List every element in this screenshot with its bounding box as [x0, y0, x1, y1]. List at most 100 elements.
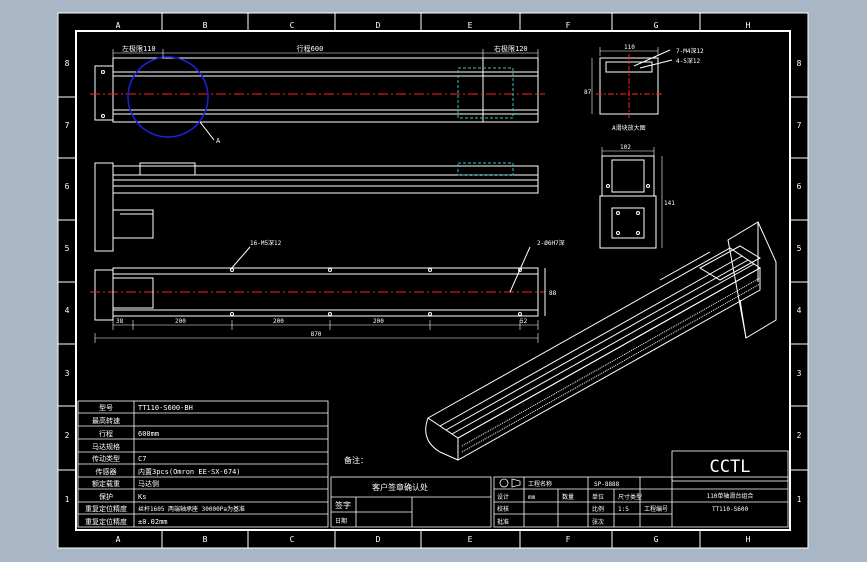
row-labels-right: 8 7 6 5 4 3 2 1	[797, 59, 802, 504]
slider-outline-hidden	[457, 67, 514, 119]
col-label: A	[116, 535, 121, 544]
spec-value: 马达侧	[138, 479, 159, 488]
customer-box-text: 备注： 客户签章确认处 签字 日期	[335, 455, 428, 525]
col-label: H	[746, 21, 751, 30]
col-label: D	[376, 21, 381, 30]
spec-label: 行程	[99, 429, 113, 438]
row-label: 6	[797, 182, 802, 191]
spec-label: 保护	[99, 492, 113, 501]
dim-right-limit: 右极限120	[494, 44, 528, 53]
slider-side	[139, 162, 196, 176]
col-label: B	[203, 535, 208, 544]
column-ticks	[161, 13, 701, 548]
bottom-view-dims: 38 200 200 200 52 870 16-M5深12 2-Ø6H7深 8…	[94, 239, 565, 343]
col-label: E	[468, 535, 473, 544]
spec-value: TT110-S600-BH	[138, 404, 193, 412]
row-label: 5	[65, 244, 70, 253]
coupling-bottom	[112, 277, 154, 309]
material-label: 数量	[562, 493, 574, 501]
col-label: F	[566, 21, 571, 30]
spec-label: 传动类型	[92, 454, 120, 463]
col-label: G	[654, 21, 659, 30]
top-view	[90, 56, 545, 141]
callout-m4: 7-M4深12	[676, 47, 704, 55]
col-label: G	[654, 535, 659, 544]
pitch-label: 52	[520, 318, 528, 325]
spec-table	[77, 400, 329, 528]
spec-label: 马达规格	[92, 442, 120, 451]
projection-symbol-cone	[511, 478, 521, 488]
end-view-dims: 102 141	[601, 144, 675, 248]
scale-label: 比例	[592, 505, 604, 513]
section-view	[596, 49, 673, 118]
pitch-label: 200	[273, 318, 284, 325]
bottom-view	[90, 246, 546, 321]
date-label: 日期	[335, 517, 347, 525]
dim-slider-width: 110	[624, 44, 635, 51]
dim-left-limit: 左极限110	[122, 44, 156, 53]
spec-value: Ks	[138, 493, 146, 501]
col-label: A	[116, 21, 121, 30]
row-label: 7	[797, 121, 802, 130]
row-label: 8	[797, 59, 802, 68]
detail-circle	[127, 56, 209, 138]
spec-value: ±0.02mm	[138, 518, 168, 526]
dim-overall-length: 870	[311, 331, 322, 338]
dim-type-label: 尺寸类型	[618, 493, 642, 501]
dim-end-height: 141	[664, 200, 675, 207]
pitch-label: 38	[116, 318, 124, 325]
dim-stroke: 行程600	[297, 44, 324, 53]
column-labels-top: A B C D E F G H	[116, 21, 751, 30]
inner-frame	[75, 30, 791, 531]
check-label: 校核	[497, 505, 509, 513]
col-label: C	[290, 535, 295, 544]
spec-label: 重复定位精度	[85, 504, 127, 513]
spec-label: 重复定位精度	[85, 517, 127, 526]
sign-label: 签字	[335, 500, 351, 510]
remark-label: 备注：	[344, 455, 368, 465]
title-block	[493, 450, 789, 528]
spec-label: 传感器	[96, 467, 117, 476]
dim-end-width: 102	[620, 144, 631, 151]
scale-value: 1:5	[618, 506, 629, 513]
design-label: 设计	[497, 493, 509, 501]
project-value: SP-8888	[594, 481, 620, 488]
dim-slider-height: 87	[584, 89, 592, 96]
spec-value: 600mm	[138, 430, 159, 438]
col-label: H	[746, 535, 751, 544]
slider-side-hidden	[457, 162, 514, 176]
row-label: 2	[65, 431, 70, 440]
row-label: 5	[797, 244, 802, 253]
project-label: 工程名称	[528, 480, 552, 488]
unit-value: mm	[528, 494, 536, 501]
section-view-dims: 110 87 7-M4深12 4-5深12 A滑块放大图	[584, 44, 704, 132]
column-labels-bottom: A B C D E F G H	[116, 535, 751, 544]
motor-block-side	[94, 162, 114, 252]
spec-label: 额定载重	[92, 479, 120, 488]
approve-label: 批准	[497, 518, 509, 526]
outer-border	[57, 12, 809, 549]
pitch-label: 200	[175, 318, 186, 325]
callout-holes: 4-5深12	[676, 57, 700, 65]
projection-symbol-circle	[499, 478, 509, 488]
row-label: 2	[797, 431, 802, 440]
sheet-label: 张次	[592, 518, 604, 526]
rail-body-top	[112, 57, 539, 123]
row-label: 3	[797, 369, 802, 378]
customer-confirm-label: 客户签章确认处	[372, 482, 428, 492]
end-base-block	[599, 195, 657, 249]
balloon-label: A	[216, 137, 221, 145]
pitch-label: 200	[373, 318, 384, 325]
section-label: A滑块放大图	[612, 124, 646, 132]
motor-coupler-side	[112, 209, 154, 239]
company-logo-text: CCTL	[710, 457, 751, 477]
iso-front-face	[457, 267, 761, 461]
row-label: 3	[65, 369, 70, 378]
spec-value: 丝杆1605 两端轴承座 30000Pa为基准	[138, 505, 245, 513]
iso-slider	[698, 245, 762, 281]
isometric-view	[425, 221, 777, 461]
spec-table-text: 型号 TT110-S600-BH 最高转速 行程 600mm 马达规格 传动类型…	[85, 403, 245, 526]
spec-label: 型号	[99, 403, 113, 412]
customer-box	[330, 476, 492, 528]
end-view	[599, 155, 657, 249]
